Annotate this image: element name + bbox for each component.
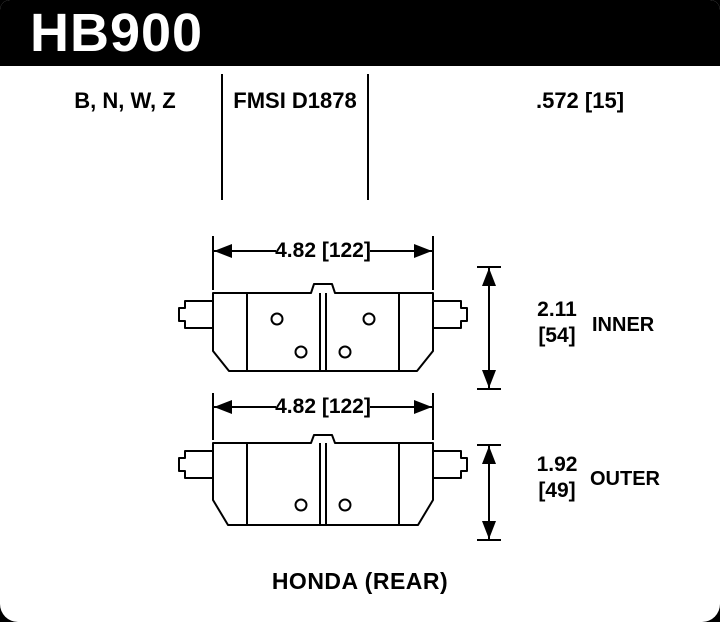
pad-thickness: .572 [15] [535, 88, 625, 113]
outer-pad-width-dimension: 4.82 [122] [275, 395, 371, 418]
outer-width-dimension-lines [212, 393, 434, 440]
inner-pad-height-inches: 2.11 [537, 298, 577, 321]
inner-width-dimension-lines [212, 236, 434, 290]
inner-pad-label: INNER [592, 314, 655, 336]
inner-pad-height-mm: [54] [538, 324, 576, 347]
outer-pad-drawing [178, 434, 468, 526]
inner-pad-width-dimension: 4.82 [122] [275, 239, 371, 262]
part-number-bar: HB900 [0, 0, 720, 66]
inner-height-dimension-lines [477, 266, 501, 390]
inner-pad-height-dimension: 2.11 [54] [522, 297, 592, 349]
compound-codes: B, N, W, Z [74, 88, 176, 113]
outer-pad-label: OUTER [590, 468, 660, 490]
outer-pad-height-inches: 1.92 [536, 453, 578, 476]
outer-pad-height-mm: [49] [538, 479, 576, 502]
part-number: HB900 [30, 3, 204, 63]
inner-pad-drawing [178, 283, 468, 372]
outer-height-dimension-lines [477, 444, 501, 541]
fmsi-number: FMSI D1878 [233, 88, 357, 113]
vehicle-application-label: HONDA (REAR) [271, 568, 449, 594]
outer-pad-height-dimension: 1.92 [49] [522, 452, 592, 504]
